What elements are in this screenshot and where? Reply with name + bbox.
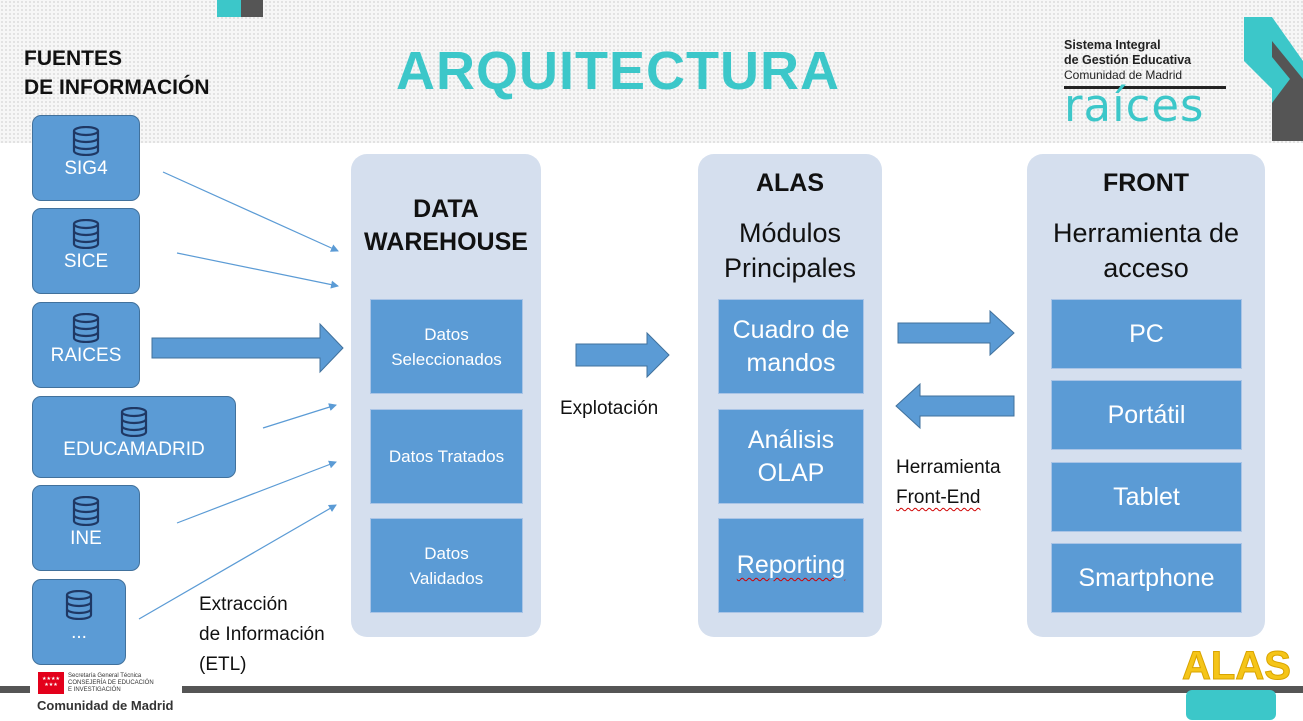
dw-item-line: Datos Tratados	[388, 447, 505, 466]
logo-word: raíces	[1064, 79, 1205, 132]
decor-gray-block	[241, 0, 263, 17]
front-subtitle-line: acceso	[1103, 253, 1189, 283]
source-label: ...	[71, 622, 87, 643]
sources-title: FUENTES DE INFORMACIÓN	[24, 44, 210, 102]
etl-label-line: (ETL)	[199, 654, 247, 675]
data-warehouse-title: DATA WAREHOUSE	[351, 193, 541, 259]
source-ine: INE	[32, 485, 140, 571]
alas-badge-logo	[1186, 690, 1276, 720]
etl-label-line: Extracción	[199, 594, 288, 615]
dw-title-line: DATA	[413, 195, 479, 223]
source-label: SIG4	[64, 158, 108, 179]
raices-logo: Sistema Integral de Gestión Educativa Co…	[1064, 38, 1229, 129]
alas-subtitle: Módulos Principales	[698, 216, 882, 286]
alas-item-reporting: Reporting	[718, 518, 864, 613]
arrow-sice	[176, 252, 339, 289]
flag-stars-icon: ★★★★★★★	[42, 676, 60, 688]
etl-label: Extracción de Información (ETL)	[199, 590, 325, 680]
source-others: ...	[32, 579, 126, 665]
arrow-explotacion	[575, 331, 670, 379]
alas-subtitle-line: Módulos	[738, 218, 842, 248]
dw-item-tratados: Datos Tratados	[370, 409, 523, 504]
explotacion-label: Explotación	[560, 398, 659, 419]
alas-item-line: Análisis	[747, 425, 835, 454]
dw-item-line: Datos	[424, 543, 469, 563]
database-icon	[72, 126, 100, 156]
arrow-educamadrid	[262, 403, 337, 429]
arrow-raices	[151, 322, 344, 374]
front-item-tablet: Tablet	[1051, 462, 1242, 532]
front-item-portatil: Portátil	[1051, 380, 1242, 450]
front-item-pc: PC	[1051, 299, 1242, 369]
alas-item-line: Cuadro de	[732, 315, 850, 344]
alas-title: ALAS	[755, 169, 825, 197]
logo-line-2: de Gestión Educativa	[1064, 53, 1192, 67]
front-end-label-line: Herramienta	[896, 457, 1001, 478]
logo-line-3: Comunidad de Madrid	[1064, 68, 1183, 82]
alas-item-line: Reporting	[736, 551, 846, 579]
footer-org-name: Comunidad de Madrid	[37, 698, 174, 713]
logo-rule	[1064, 86, 1226, 89]
page-title: ARQUITECTURA	[396, 41, 840, 101]
source-label: EDUCAMADRID	[63, 439, 205, 460]
footer-org-line: E INVESTIGACIÓN	[68, 687, 121, 693]
source-sig4: SIG4	[32, 115, 140, 201]
sources-title-line1: FUENTES	[24, 47, 123, 70]
arrow-others	[138, 504, 337, 620]
dw-title-line: WAREHOUSE	[364, 228, 528, 256]
front-end-label-text: Front-End	[896, 487, 981, 508]
footer-org-line: Secretaría General Técnica	[68, 673, 142, 679]
database-icon	[72, 313, 100, 343]
dw-item-line: Datos	[424, 324, 469, 344]
database-icon	[72, 219, 100, 249]
alas-subtitle-line: Principales	[723, 253, 857, 283]
arrow-ine	[176, 460, 337, 524]
front-item-smartphone: Smartphone	[1051, 543, 1242, 613]
etl-label-line: de Información	[199, 624, 325, 645]
database-icon	[72, 496, 100, 526]
source-label: SICE	[63, 251, 109, 272]
alas-item-line: mandos	[746, 348, 836, 377]
header-band	[0, 0, 1303, 143]
arrow-sig4	[162, 171, 339, 252]
front-title: FRONT	[1102, 169, 1190, 197]
decor-teal-block	[217, 0, 241, 17]
chevron-decoration	[1244, 17, 1303, 141]
database-icon	[120, 407, 148, 437]
arrow-to-alas	[895, 382, 1015, 430]
database-icon	[65, 590, 93, 620]
source-label: RAICES	[50, 345, 122, 366]
arrow-to-front	[897, 309, 1015, 357]
footer-line	[0, 686, 1303, 693]
logo-line-1: Sistema Integral	[1064, 38, 1161, 52]
front-end-label-line: Front-End	[896, 483, 1001, 513]
source-raices: RAICES	[32, 302, 140, 388]
alas-item-cuadro-de-mandos: Cuadro de mandos	[718, 299, 864, 394]
alas-badge-text: ALAS	[1182, 644, 1292, 689]
dw-item-line: Seleccionados	[391, 349, 502, 369]
source-sice: SICE	[32, 208, 140, 294]
source-label: INE	[70, 528, 102, 549]
madrid-flag-icon	[38, 672, 64, 694]
alas-item-line: OLAP	[757, 458, 825, 487]
front-subtitle-line: Herramienta de	[1052, 218, 1240, 248]
footer-org-text: Secretaría General Técnica CONSEJERÍA DE…	[68, 673, 154, 694]
sources-title-line2: DE INFORMACIÓN	[24, 76, 210, 99]
source-educamadrid: EDUCAMADRID	[32, 396, 236, 478]
front-subtitle: Herramienta de acceso	[1027, 216, 1265, 286]
dw-item-line: Validados	[409, 568, 484, 588]
footer-org-line: CONSEJERÍA DE EDUCACIÓN	[68, 680, 154, 686]
front-end-label: Herramienta Front-End	[896, 453, 1001, 513]
